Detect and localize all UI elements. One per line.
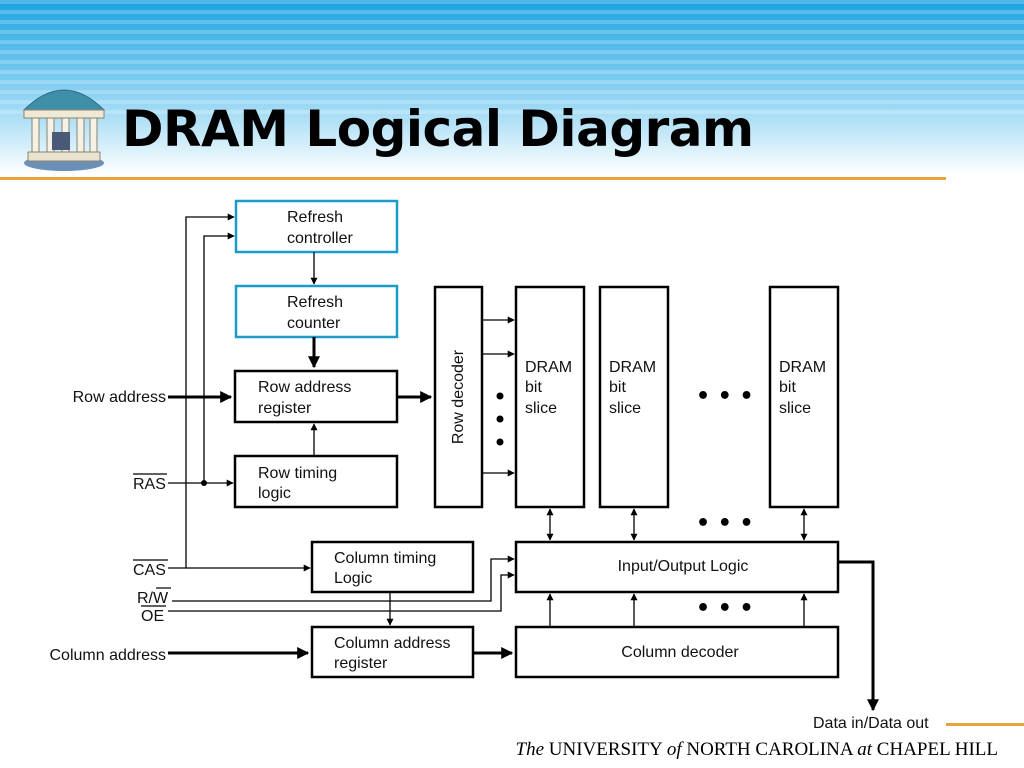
old-well-logo — [22, 89, 106, 171]
ellipsis-io-top: • • • — [696, 511, 754, 536]
column-decoder-label: Column decoder — [621, 644, 739, 661]
footer-rule — [946, 723, 1024, 726]
oe-line — [168, 571, 515, 612]
ras-input-label: RAS — [133, 476, 166, 493]
header-gradient-band — [0, 0, 1024, 175]
io-to-data-out — [838, 560, 879, 712]
bit-slice-box-3 — [768, 285, 840, 509]
bit-slice-box-2 — [598, 285, 670, 509]
row-decoder-dots — [496, 392, 504, 446]
rw-input-label: R/W — [137, 590, 169, 607]
ellipsis-io-bottom: • • • — [696, 596, 754, 621]
refresh-controller-box — [234, 199, 399, 254]
oe-input-label: OE — [141, 608, 164, 625]
ellipsis-slices: • • • — [696, 384, 754, 409]
row-address-input-label: Row address — [73, 389, 166, 406]
refresh-counter-box — [234, 284, 399, 339]
cas-bus — [168, 213, 235, 569]
rw-line — [172, 555, 515, 602]
row-timing-logic-box — [233, 454, 399, 509]
column-decoder-box — [514, 625, 840, 679]
ras-junction — [201, 480, 207, 486]
io-logic-label: Input/Output Logic — [618, 558, 749, 575]
slide-title: DRAM Logical Diagram — [122, 100, 754, 158]
cas-input-label: CAS — [133, 562, 166, 579]
column-timing-logic-box — [310, 540, 475, 594]
ras-bus — [168, 232, 235, 484]
row-decoder-box — [433, 285, 484, 509]
bit-slice-box-1 — [514, 285, 586, 509]
column-address-register-box — [310, 625, 475, 679]
row-address-register-box — [233, 369, 399, 424]
row-decoder-label: Row decoder — [450, 349, 467, 444]
title-underline — [0, 177, 946, 180]
university-footer: The UNIVERSITY of NORTH CAROLINA at CHAP… — [515, 739, 998, 760]
column-address-input-label: Column address — [50, 647, 167, 664]
data-in-out-label: Data in/Data out — [813, 715, 929, 732]
io-logic-box — [514, 540, 840, 594]
